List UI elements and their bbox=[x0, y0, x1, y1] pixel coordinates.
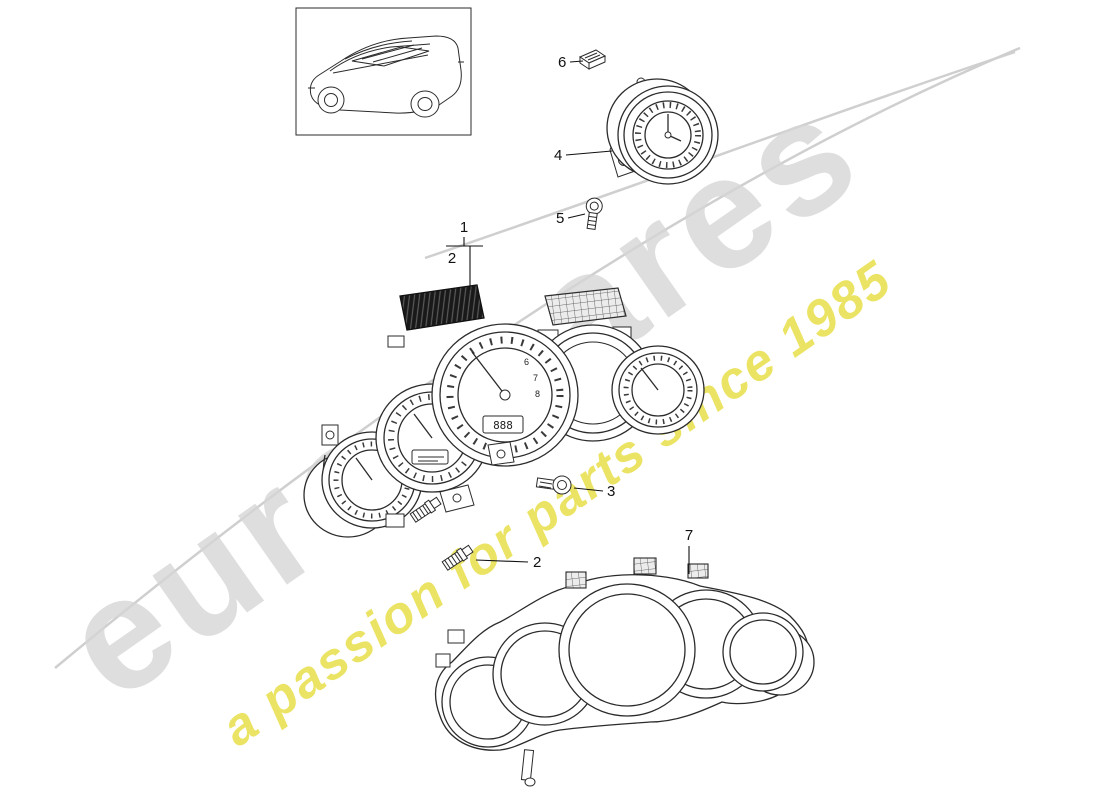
leader-line-6 bbox=[569, 60, 584, 63]
watermark-swoosh-upper bbox=[424, 50, 1016, 260]
callout-4-label[interactable]: 4 bbox=[554, 147, 562, 164]
stud-2b-drawing bbox=[441, 544, 474, 571]
screw-3-drawing bbox=[535, 475, 572, 495]
callout-2-assembly-label[interactable]: 2 bbox=[448, 250, 456, 267]
callout-2-stud[interactable]: 2 bbox=[475, 554, 541, 571]
tach-numeral-7: 7 bbox=[533, 373, 538, 383]
leader-line-4 bbox=[565, 150, 613, 156]
callout-6-label[interactable]: 6 bbox=[558, 54, 566, 71]
callout-7-label[interactable]: 7 bbox=[685, 527, 693, 544]
vehicle-thumbnail-frame bbox=[295, 7, 472, 136]
callout-5-label[interactable]: 5 bbox=[556, 210, 564, 227]
instrument-cluster-drawing: 6 7 8 888 bbox=[303, 284, 705, 538]
connector-block bbox=[399, 284, 485, 331]
leader-line-5 bbox=[567, 213, 586, 219]
callout-2-stud-label[interactable]: 2 bbox=[533, 554, 541, 571]
bezel-drawing bbox=[434, 557, 815, 787]
callout-7[interactable]: 7 bbox=[685, 527, 693, 574]
tach-numeral-6: 6 bbox=[524, 357, 529, 367]
clock-gauge-drawing bbox=[606, 77, 719, 185]
clip-nut-drawing bbox=[578, 49, 607, 70]
lcd-text: 888 bbox=[493, 419, 513, 432]
callout-5[interactable]: 5 bbox=[556, 210, 586, 227]
leader-line-2 bbox=[475, 559, 529, 563]
callout-1-label[interactable]: 1 bbox=[460, 219, 468, 236]
car-icon bbox=[308, 35, 464, 118]
screw-5-drawing bbox=[585, 197, 603, 230]
gauge-center-tach: 6 7 8 888 bbox=[431, 323, 579, 467]
callout-3-label[interactable]: 3 bbox=[607, 483, 615, 500]
stud-2a-drawing bbox=[409, 496, 442, 523]
tach-numeral-8: 8 bbox=[535, 389, 540, 399]
callout-6[interactable]: 6 bbox=[558, 54, 584, 71]
bezel-opening-5 bbox=[722, 612, 804, 692]
leader-line-3 bbox=[573, 487, 604, 492]
callout-4[interactable]: 4 bbox=[554, 147, 613, 164]
lcd-display bbox=[482, 415, 524, 434]
callout-1-assembly[interactable]: 1 2 bbox=[446, 219, 483, 290]
pcb-block bbox=[544, 287, 627, 326]
gauge-right-outer bbox=[611, 345, 705, 435]
bezel-opening-3 bbox=[558, 583, 696, 717]
vehicle-thumbnail[interactable] bbox=[295, 7, 472, 136]
callout-3[interactable]: 3 bbox=[573, 483, 615, 500]
